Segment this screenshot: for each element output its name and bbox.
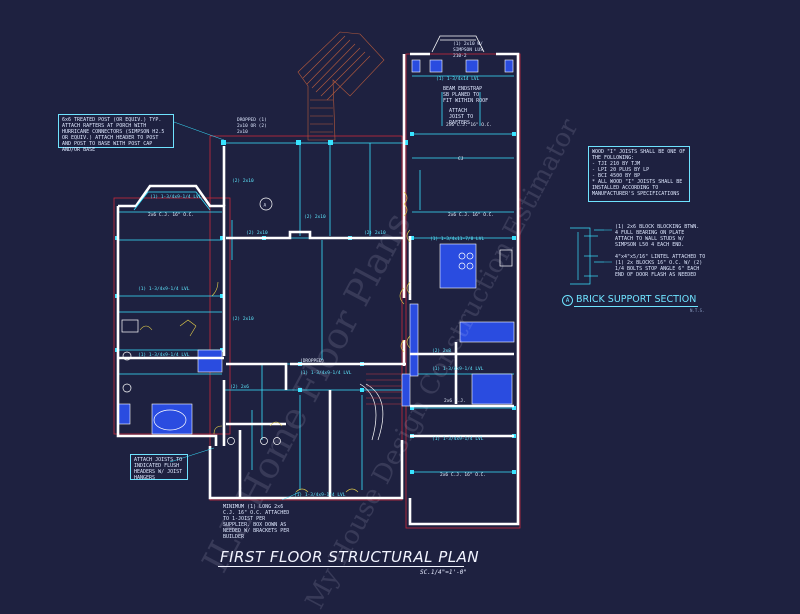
note-dropped-top: DROPPED (1) 2x10 OR (2) 2x10 [237, 118, 267, 135]
label-2x6: (2) 2x6 [230, 384, 249, 390]
section-title: BRICK SUPPORT SECTION [576, 294, 697, 305]
interior-stair [366, 373, 402, 405]
label-lvl-left2: (1) 1-3/4x9-1/4 LVL [138, 286, 190, 292]
deck-stair [297, 31, 385, 141]
beam-labels: (1) 1-3/4x14 LVL 2x6 C.J. 16" O.C. CJ 2x… [138, 76, 494, 498]
door-swings [139, 191, 411, 493]
note-wood-i-joists: WOOD "I" JOISTS SHALL BE ONE OF THE FOLL… [588, 146, 690, 202]
label-2x10-d: (2) 2x10 [232, 316, 254, 322]
drawing-title-rule [218, 566, 464, 567]
note-brick-lintel: 4"x4"x5/16" LINTEL ATTACHED TO (1) 2x BL… [615, 254, 706, 278]
note-beam-endstrap: BEAM ENDSTRAP SB PLANED TO FIT WITHIN RO… [443, 86, 489, 104]
label-dropped: (DROPPED) [300, 358, 324, 364]
label-2x8: (2) 2x8 [432, 348, 451, 354]
label-lvl-mid: (1) 1-3/4x9-1/4 LVL [300, 370, 352, 376]
top-dormer [431, 35, 485, 53]
section-marker-letter: A [264, 203, 267, 209]
note-attach-joist-rafters: ATTACH JOIST TO RAFTERS [449, 108, 474, 126]
label-2x10-e: (2) 2x10 [232, 178, 254, 184]
label-lvl-left3: (1) 1-3/4x9-1/4 LVL [138, 352, 190, 358]
label-cj-bottom: 2x6 C.J. 16" O.C. [440, 472, 486, 478]
drawing-title: FIRST FLOOR STRUCTURAL PLAN [220, 548, 480, 566]
section-title-rule [574, 306, 698, 307]
label-2x10-b: (2) 2x10 [304, 214, 326, 220]
label-lvl-top: (1) 1-3/4x14 LVL [436, 76, 480, 82]
leaders [169, 121, 612, 501]
note-header-bottom: MINIMUM (1) LONG 2x6 C.J. 16" O.C. ATTAC… [223, 504, 290, 540]
brick-section-detail [570, 227, 604, 285]
label-cj-right: 2x6 C.J. 16" O.C. [448, 212, 494, 218]
fixtures [121, 249, 513, 445]
floor-plan-drawing: A (1) 1-3/4x14 LVL 2x6 C.J. 16" O.C. CJ … [113, 31, 612, 529]
drawing-scale: SC.1/4"=1'-0" [420, 569, 467, 576]
label-2x10-c: (2) 2x10 [364, 230, 386, 236]
section-marker: A [259, 197, 273, 211]
label-lvl-right2: (1) 1-3/4x9-1/4 LVL [432, 436, 484, 442]
note-top-header: (1) 2x10 W/ SIMPSON LUS 210-2 [453, 42, 483, 59]
label-lvl-left1: (1) 1-3/4x9-1/4 LVL [150, 194, 202, 200]
label-2x10-a: (2) 2x10 [246, 230, 268, 236]
bay-window [133, 191, 211, 211]
label-lvl-right1: (1) 1-3/4x9-1/4 LVL [432, 366, 484, 372]
walls [116, 52, 520, 526]
label-cj-top: 2x6 C.J. 16" O.C. [446, 122, 492, 128]
note-attach-joists: ATTACH JOISTS TO INDICATED FLUSH HEADERS… [130, 454, 188, 481]
label-cj-right2: 2x6 C.J. [444, 398, 466, 404]
section-nts: N.T.S. [690, 308, 705, 313]
note-brick-block: (1) 2x6 BLOCK BLOCKING BTWN. 4 FULL BEAR… [615, 224, 700, 248]
label-cj-left: 2x6 C.J. 16" O.C. [148, 212, 194, 218]
blue-fills [117, 59, 515, 435]
label-cj-mid: CJ [458, 156, 464, 162]
label-lvl-bottom: (1) 1-3/4x9-1/4 LVL [294, 492, 346, 498]
note-porch-post: 6x6 TREATED POST (OR EQUIV.) TYP. ATTACH… [58, 114, 174, 153]
label-lvl-right3: (1) 1-3/4x11-7/8 LVL [430, 236, 484, 242]
section-title-marker: A [562, 295, 573, 306]
